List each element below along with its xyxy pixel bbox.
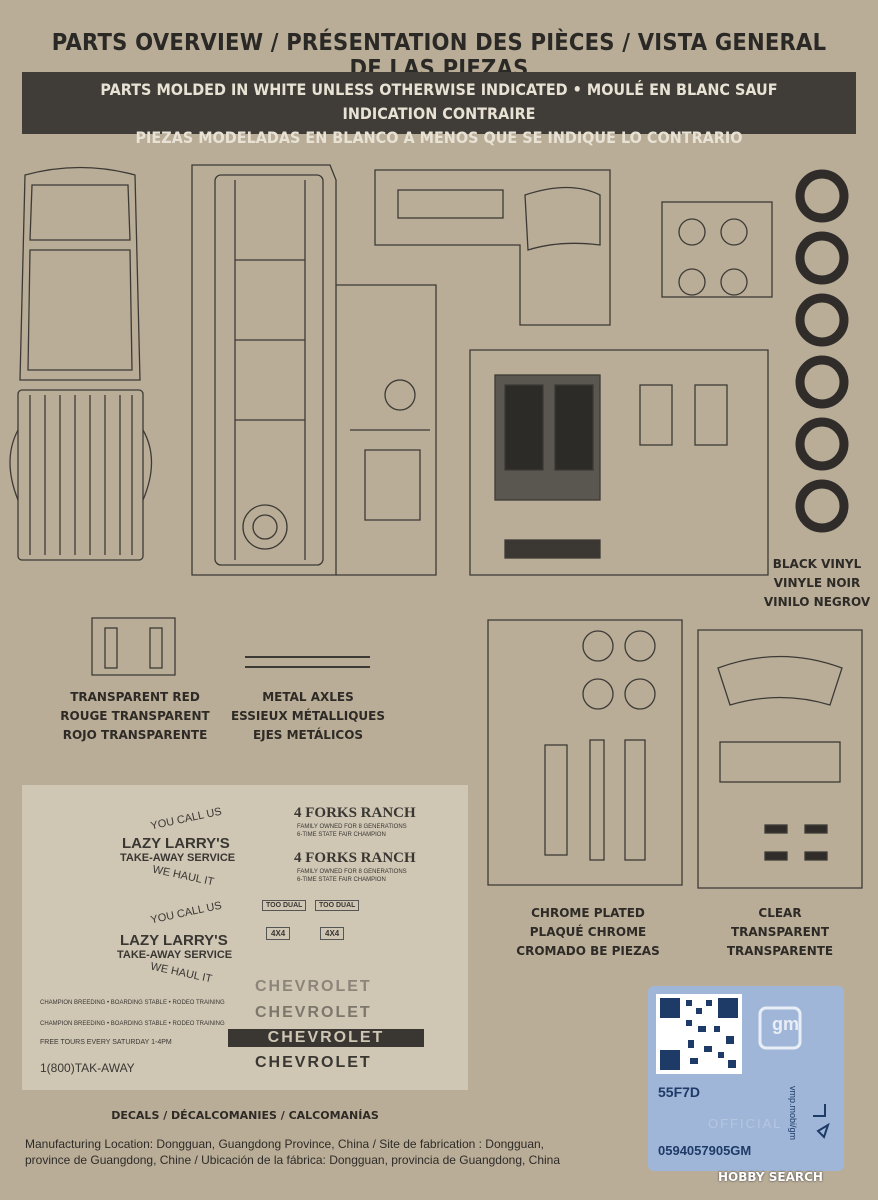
decal-sheet: YOU CALL US LAZY LARRY'S TAKE-AWAY SERVI…	[22, 785, 468, 1090]
decal-ranch-sub1: FAMILY OWNED FOR 8 GENERATIONS	[297, 869, 407, 875]
decal-ranch-sub2: 6-TIME STATE FAIR CHAMPION	[297, 832, 386, 838]
decal-chevrolet-outline: CHEVROLET	[255, 978, 372, 995]
decal-chevrolet-gray: CHEVROLET	[255, 1004, 372, 1021]
decal-champion-line: CHAMPION BREEDING • BOARDING STABLE • RO…	[40, 1021, 225, 1027]
label-line: ROUGE TRANSPARENT	[60, 709, 210, 723]
decal-chevrolet-dark: CHEVROLET	[228, 1029, 424, 1047]
label-line: PLAQUÉ CHROME	[529, 925, 647, 939]
label-line: TRANSPARENTE	[726, 944, 834, 958]
chrome-sprue	[487, 619, 683, 886]
hobby-search-watermark: HOBBY SEARCH	[718, 1170, 823, 1184]
decal-plate: TOO DUAL	[262, 900, 307, 911]
sticker-serial: 0594057905GM	[658, 1143, 752, 1158]
label-line: TRANSPARENT RED	[70, 690, 200, 704]
label-line: CLEAR	[758, 906, 802, 920]
clear-sprue	[697, 629, 863, 889]
decal-we-haul-it: WE HAUL IT	[151, 863, 216, 889]
banner-line-1: PARTS MOLDED IN WHITE UNLESS OTHERWISE I…	[100, 80, 778, 123]
interior-sprue	[469, 349, 769, 576]
truck-body-part	[9, 166, 153, 561]
black-vinyl-label: BLACK VINYL VINYLE NOIR VINILO NEGROV	[752, 555, 878, 612]
label-line: VINYLE NOIR	[773, 576, 861, 590]
decal-phone: 1(800)TAK-AWAY	[40, 1061, 135, 1075]
decal-you-call-us: YOU CALL US	[149, 805, 223, 833]
decal-ranch-title: 4 FORKS RANCH	[294, 805, 416, 821]
decal-ranch-sub1: FAMILY OWNED FOR 8 GENERATIONS	[297, 824, 407, 830]
decal-ranch-title: 4 FORKS RANCH	[294, 850, 416, 866]
label-line: METAL AXLES	[262, 690, 354, 704]
label-line: ESSIEUX MÉTALLIQUES	[230, 709, 385, 723]
sticker-url: vmp.mobi/gm	[788, 1086, 798, 1141]
banner-line-2: PIEZAS MODELADAS EN BLANCO A MENOS QUE S…	[135, 128, 743, 147]
label-line: CROMADO BE PIEZAS	[516, 944, 660, 958]
sticker-watermark: OFFICIAL	[708, 1116, 783, 1131]
metal-axles	[245, 656, 370, 668]
bumper-sprue	[374, 169, 611, 326]
decal-ranch-sub2: 6-TIME STATE FAIR CHAMPION	[297, 877, 386, 883]
metal-axles-label: METAL AXLES ESSIEUX MÉTALLIQUES EJES MET…	[228, 688, 388, 745]
tires	[795, 169, 849, 533]
clear-label: CLEAR TRANSPARENT TRANSPARENTE	[710, 904, 850, 961]
label-line: VINILO NEGROV	[763, 595, 871, 609]
manufacturing-location: Manufacturing Location: Dongguan, Guangd…	[25, 1137, 561, 1167]
decal-you-call-us: YOU CALL US	[149, 899, 223, 927]
label-line: ROJO TRANSPARENTE	[62, 728, 208, 742]
gm-license-sticker: gm 55F7D OFFICIAL 0594057905GM vmp.mobi/…	[648, 986, 844, 1171]
decal-free-tours: FREE TOURS EVERY SATURDAY 1-4PM	[40, 1039, 172, 1046]
chassis-sprue	[191, 164, 437, 576]
wheel-sprue	[661, 201, 773, 298]
page-title: PARTS OVERVIEW / PRÉSENTATION DES PIÈCES…	[51, 30, 827, 82]
decal-lazy-larrys: LAZY LARRY'S	[122, 835, 230, 852]
decals-label: DECALS / DÉCALCOMANIES / CALCOMANÍAS	[111, 1109, 379, 1122]
label-line: BLACK VINYL	[772, 557, 862, 571]
decal-plate: 4X4	[320, 927, 345, 940]
decal-lazy-larrys: LAZY LARRY'S	[120, 932, 228, 949]
transparent-red-sprue	[91, 617, 176, 676]
chrome-plated-label: CHROME PLATED PLAQUÉ CHROME CROMADO BE P…	[508, 904, 668, 961]
gm-logo: gm	[772, 1014, 799, 1034]
decal-plate: 4X4	[266, 927, 291, 940]
label-line: CHROME PLATED	[531, 906, 645, 920]
decal-take-away: TAKE-AWAY SERVICE	[120, 852, 236, 864]
decal-champion-line: CHAMPION BREEDING • BOARDING STABLE • RO…	[40, 1000, 225, 1006]
label-line: EJES METÁLICOS	[252, 728, 364, 742]
sticker-code: 55F7D	[658, 1084, 701, 1100]
decal-we-haul-it: WE HAUL IT	[149, 960, 214, 986]
molded-color-banner: PARTS MOLDED IN WHITE UNLESS OTHERWISE I…	[22, 72, 856, 147]
decal-plate: TOO DUAL	[315, 900, 360, 911]
decal-chevrolet-black: CHEVROLET	[255, 1054, 372, 1071]
transparent-red-label: TRANSPARENT RED ROUGE TRANSPARENT ROJO T…	[55, 688, 215, 745]
decal-take-away: TAKE-AWAY SERVICE	[117, 949, 233, 961]
label-line: TRANSPARENT	[730, 925, 830, 939]
qr-code-icon	[656, 994, 830, 1139]
